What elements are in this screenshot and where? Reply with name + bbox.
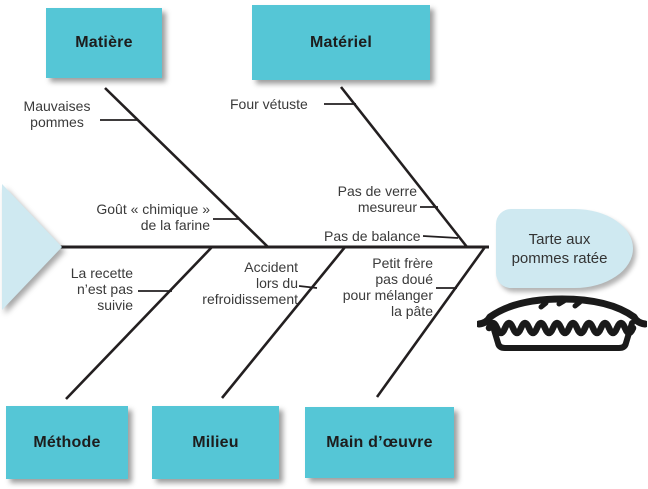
tick-pas-de-balance	[422, 235, 459, 239]
category-box-methode: Méthode	[6, 406, 128, 479]
bone-matiere	[104, 87, 269, 248]
bone-main-doeuvre	[375, 246, 487, 398]
pie-pan	[489, 320, 635, 351]
bone-methode	[65, 246, 213, 400]
cause-label-mauvaises-pommes: Mauvaises pommes	[23, 98, 91, 130]
category-label-milieu: Milieu	[192, 433, 239, 451]
category-label-materiel: Matériel	[309, 33, 373, 51]
category-box-milieu: Milieu	[152, 406, 279, 479]
pie-crust-wave	[485, 319, 637, 337]
cause-label-pas-de-balance: Pas de balance	[324, 228, 421, 244]
cause-label-petit-frere: Petit frère pas doué pour mélanger la pâ…	[342, 255, 433, 319]
pie-icon	[477, 295, 647, 351]
effect-label: Tarte aux pommes ratée	[511, 230, 608, 267]
bone-milieu	[220, 246, 347, 399]
cause-label-la-recette: La recette n’est pas suivie	[70, 265, 133, 313]
category-box-materiel: Matériel	[252, 5, 430, 80]
category-label-matiere: Matière	[75, 34, 133, 51]
cause-label-pas-de-verre-mesureur: Pas de verre mesureur	[337, 183, 417, 215]
cause-label-four-vetuste: Four vétuste	[230, 96, 308, 112]
effect-head: Tarte aux pommes ratée	[496, 209, 633, 288]
category-label-main-doeuvre: Main d’œuvre	[326, 433, 433, 451]
cause-label-gout-chimique: Goût « chimique » de la farine	[96, 201, 210, 233]
cause-label-accident-refroidissement: Accident lors du refroidissement	[202, 259, 298, 307]
tick-accident	[298, 285, 318, 289]
pie-steam-dots	[538, 298, 583, 310]
category-box-matiere: Matière	[46, 8, 162, 78]
category-box-main-doeuvre: Main d’œuvre	[305, 407, 454, 478]
bone-materiel	[339, 86, 469, 248]
category-label-methode: Méthode	[33, 433, 101, 451]
pie-dome	[477, 295, 647, 328]
